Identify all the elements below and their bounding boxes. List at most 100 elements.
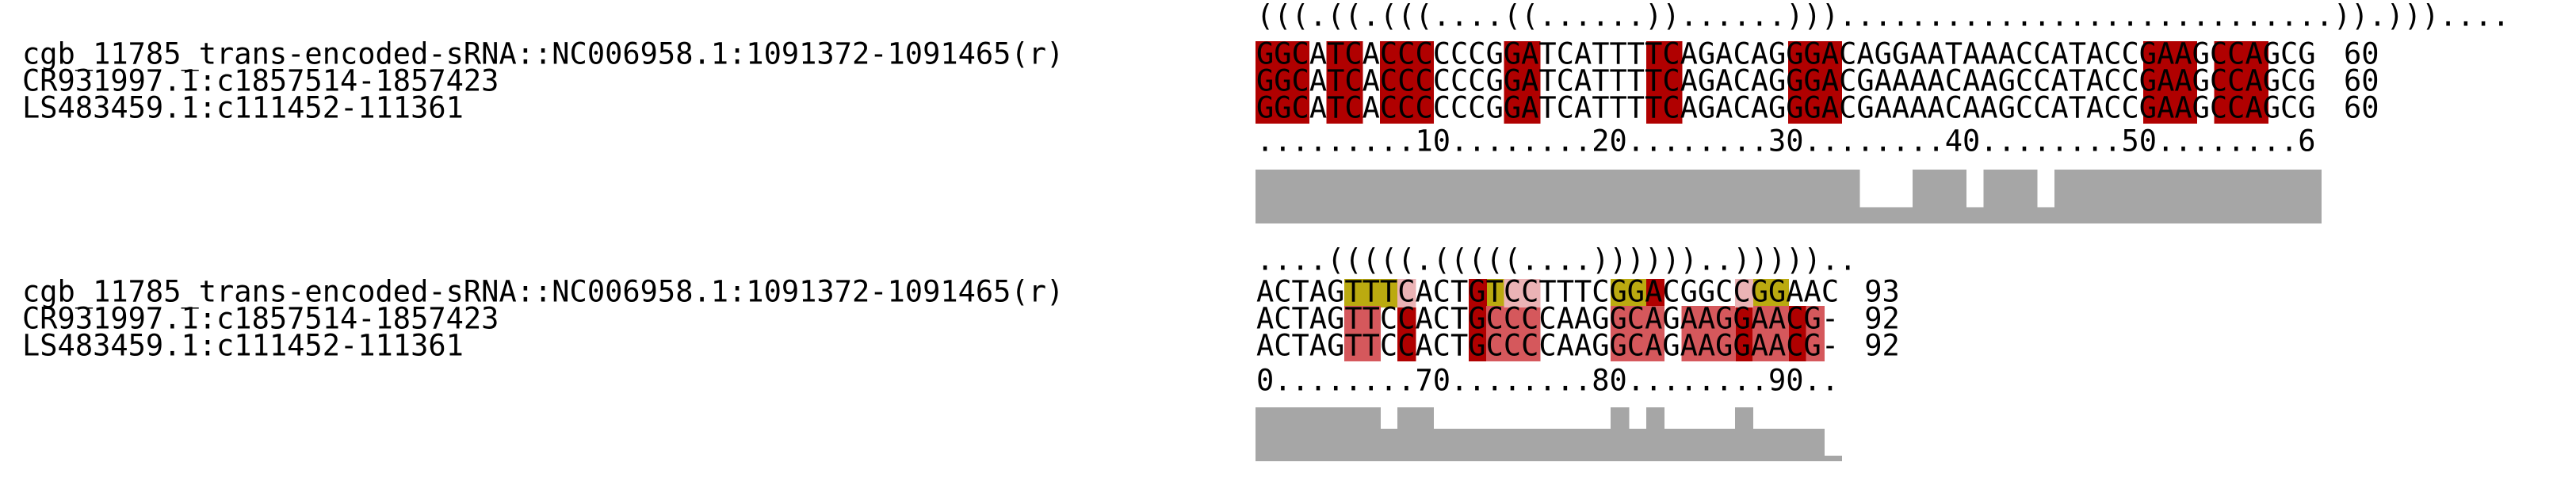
- highlight-cell: [1645, 95, 1665, 124]
- highlight-cells: [1256, 41, 2268, 124]
- conservation-bar: [1557, 429, 1577, 461]
- highlight-cell: [1645, 279, 1665, 307]
- highlight-cell: [1344, 41, 1363, 70]
- conservation-bar: [1504, 429, 1523, 461]
- highlight-cell: [1362, 306, 1381, 334]
- highlight-cell: [1273, 95, 1292, 124]
- conservation-bar: [1806, 170, 1825, 223]
- conservation-bar: [1859, 207, 1878, 223]
- highlight-cell: [1504, 68, 1523, 97]
- highlight-cell: [1717, 333, 1736, 361]
- conservation-bar: [1309, 170, 1328, 223]
- conservation-bar: [1415, 170, 1434, 223]
- sequence-end-position: 60: [2344, 37, 2379, 71]
- highlight-cell: [1522, 279, 1541, 307]
- highlight-cell: [2249, 41, 2268, 70]
- highlight-cell: [1645, 41, 1665, 70]
- sequence-name: LS483459.1:c111452-111361: [22, 91, 464, 125]
- highlight-cell: [1415, 95, 1434, 124]
- highlight-cell: [1611, 333, 1630, 361]
- conservation-bar: [1734, 170, 1754, 223]
- sequence-end-position: 92: [1864, 329, 1900, 363]
- conservation-bar: [1628, 429, 1647, 461]
- highlight-cell: [1256, 68, 1275, 97]
- conservation-bar: [1539, 170, 1558, 223]
- sequence-end-position: 93: [1864, 275, 1900, 309]
- conservation-bar: [1273, 170, 1292, 223]
- highlight-cell: [2161, 95, 2180, 124]
- conservation-bar: [1681, 170, 1700, 223]
- highlight-cell: [1522, 95, 1541, 124]
- highlight-cell: [1770, 279, 1789, 307]
- conservation-bar: [1468, 429, 1488, 461]
- highlight-cell: [1699, 306, 1718, 334]
- conservation-bar: [2249, 170, 2268, 223]
- highlight-cell: [1379, 68, 1399, 97]
- highlight-cell: [1379, 279, 1399, 307]
- highlight-cell: [1326, 95, 1345, 124]
- conservation-bar: [1983, 170, 2002, 223]
- highlight-cell: [1681, 306, 1700, 334]
- highlight-cell: [1788, 68, 1807, 97]
- highlight-cell: [1256, 95, 1275, 124]
- conservation-bar: [1645, 170, 1665, 223]
- highlight-cell: [1823, 41, 1843, 70]
- highlight-cell: [1468, 279, 1488, 307]
- sequence-end-position: 60: [2344, 64, 2379, 98]
- conservation-bar: [1344, 407, 1363, 461]
- conservation-bar: [1877, 207, 1896, 223]
- conservation-bar: [1433, 429, 1452, 461]
- highlight-cell: [1770, 306, 1789, 334]
- conservation-bar: [1273, 407, 1292, 461]
- conservation-bar: [1823, 456, 1843, 461]
- sequence-end-position: 92: [1864, 302, 1900, 336]
- conservation-bar: [1362, 407, 1381, 461]
- highlight-cell: [1628, 279, 1647, 307]
- conservation-bar: [1611, 170, 1630, 223]
- highlight-cell: [1344, 333, 1363, 361]
- highlight-cell: [1611, 306, 1630, 334]
- conservation-bar: [2196, 170, 2215, 223]
- secondary-structure: ....(((((.(((((....))))))..)))))..: [1256, 243, 1856, 277]
- highlight-cell: [1788, 41, 1807, 70]
- conservation-bar: [1290, 407, 1310, 461]
- highlight-cell: [1664, 41, 1683, 70]
- highlight-cell: [2143, 95, 2162, 124]
- conservation-bar: [1326, 170, 1345, 223]
- highlight-cell: [1326, 68, 1345, 97]
- highlight-cell: [2178, 95, 2198, 124]
- highlight-cell: [2249, 95, 2268, 124]
- highlight-cell: [2161, 68, 2180, 97]
- highlight-cell: [1326, 41, 1345, 70]
- highlight-cell: [1397, 68, 1416, 97]
- highlight-cell: [1664, 68, 1683, 97]
- highlight-cell: [1486, 279, 1505, 307]
- highlight-cell: [1806, 333, 1825, 361]
- conservation-bar: [1362, 170, 1381, 223]
- sequence-name: cgb_11785_trans-encoded-sRNA::NC006958.1…: [22, 275, 1064, 310]
- highlight-cell: [1752, 333, 1771, 361]
- highlight-cell: [1504, 279, 1523, 307]
- highlight-cell: [1344, 279, 1363, 307]
- highlight-cell: [1788, 95, 1807, 124]
- highlight-cell: [1362, 333, 1381, 361]
- conservation-bar: [2161, 170, 2180, 223]
- highlight-cell: [1504, 95, 1523, 124]
- conservation-bar: [1575, 429, 1594, 461]
- highlight-cell: [1397, 333, 1416, 361]
- highlight-cell: [1397, 279, 1416, 307]
- sequence-name: LS483459.1:c111452-111361: [22, 329, 464, 363]
- conservation-bar: [1664, 429, 1683, 461]
- conservation-bar: [1486, 429, 1505, 461]
- conservation-bar: [1486, 170, 1505, 223]
- highlight-cell: [2143, 68, 2162, 97]
- conservation-bar: [2178, 170, 2198, 223]
- conservation-bar: [1592, 429, 1611, 461]
- highlight-cell: [1273, 41, 1292, 70]
- conservation-bar: [1806, 429, 1825, 461]
- conservation-bar: [1379, 170, 1399, 223]
- highlight-cell: [1645, 306, 1665, 334]
- highlight-cell: [1734, 306, 1754, 334]
- conservation-bar: [2285, 170, 2304, 223]
